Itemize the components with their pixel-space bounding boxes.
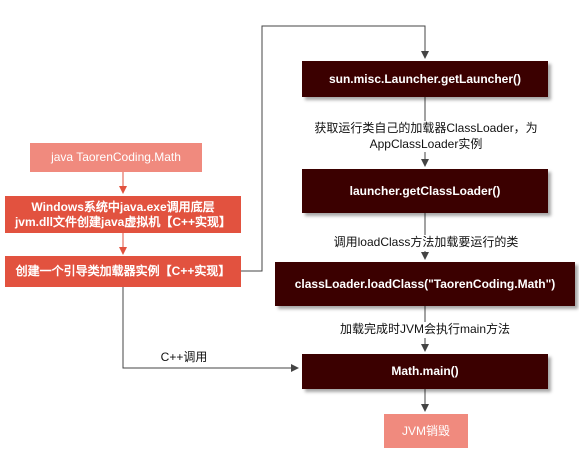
windows-jvm-node: Windows系统中java.exe调用底层 jvm.dll文件创建java虚拟… bbox=[5, 196, 241, 233]
edge-label-loader-to-loadclass: 调用loadClass方法加载要运行的类 bbox=[315, 235, 537, 251]
edge-label-loader-to-loadclass-text: 调用loadClass方法加载要运行的类 bbox=[333, 235, 519, 249]
edge-label-cpp-call-text: C++调用 bbox=[160, 350, 208, 364]
java-command-node: java TaorenCoding.Math bbox=[30, 143, 202, 172]
bootstrap-loader-node: 创建一个引导类加载器实例【C++实现】 bbox=[5, 256, 241, 287]
edge-label-loadclass-to-main-text: 加载完成时JVM会执行main方法 bbox=[339, 322, 510, 336]
get-launcher-label: sun.misc.Launcher.getLauncher() bbox=[328, 71, 522, 86]
edge-label-cpp-call: C++调用 bbox=[156, 350, 212, 366]
get-class-loader-label: launcher.getClassLoader() bbox=[349, 183, 501, 198]
edge-label-launcher-to-loader-line1: 获取运行类自己的加载器ClassLoader，为 bbox=[314, 121, 538, 135]
math-main-node: Math.main() bbox=[302, 354, 548, 389]
jvm-destroy-node: JVM销毁 bbox=[384, 414, 468, 448]
jvm-destroy-label: JVM销毁 bbox=[401, 423, 450, 438]
edge-label-launcher-to-loader: 获取运行类自己的加载器ClassLoader，为 AppClassLoader实… bbox=[300, 121, 552, 153]
windows-jvm-label-line1: Windows系统中java.exe调用底层 bbox=[31, 199, 215, 214]
windows-jvm-label-line2: jvm.dll文件创建java虚拟机【C++实现】 bbox=[14, 214, 232, 229]
edge-label-loadclass-to-main: 加载完成时JVM会执行main方法 bbox=[322, 322, 528, 338]
get-launcher-node: sun.misc.Launcher.getLauncher() bbox=[302, 61, 548, 97]
arrow-bootstrap-to-launcher bbox=[241, 25, 429, 272]
java-command-label: java TaorenCoding.Math bbox=[51, 150, 181, 164]
arrow-bootstrap-to-main-cpp-call bbox=[122, 287, 299, 372]
edge-label-launcher-to-loader-line2: AppClassLoader实例 bbox=[369, 136, 483, 151]
bootstrap-loader-label: 创建一个引导类加载器实例【C++实现】 bbox=[15, 264, 231, 278]
load-class-node: classLoader.loadClass("TaorenCoding.Math… bbox=[275, 262, 575, 306]
load-class-label: classLoader.loadClass("TaorenCoding.Math… bbox=[294, 276, 556, 291]
get-class-loader-node: launcher.getClassLoader() bbox=[302, 169, 548, 213]
math-main-label: Math.main() bbox=[391, 364, 459, 378]
